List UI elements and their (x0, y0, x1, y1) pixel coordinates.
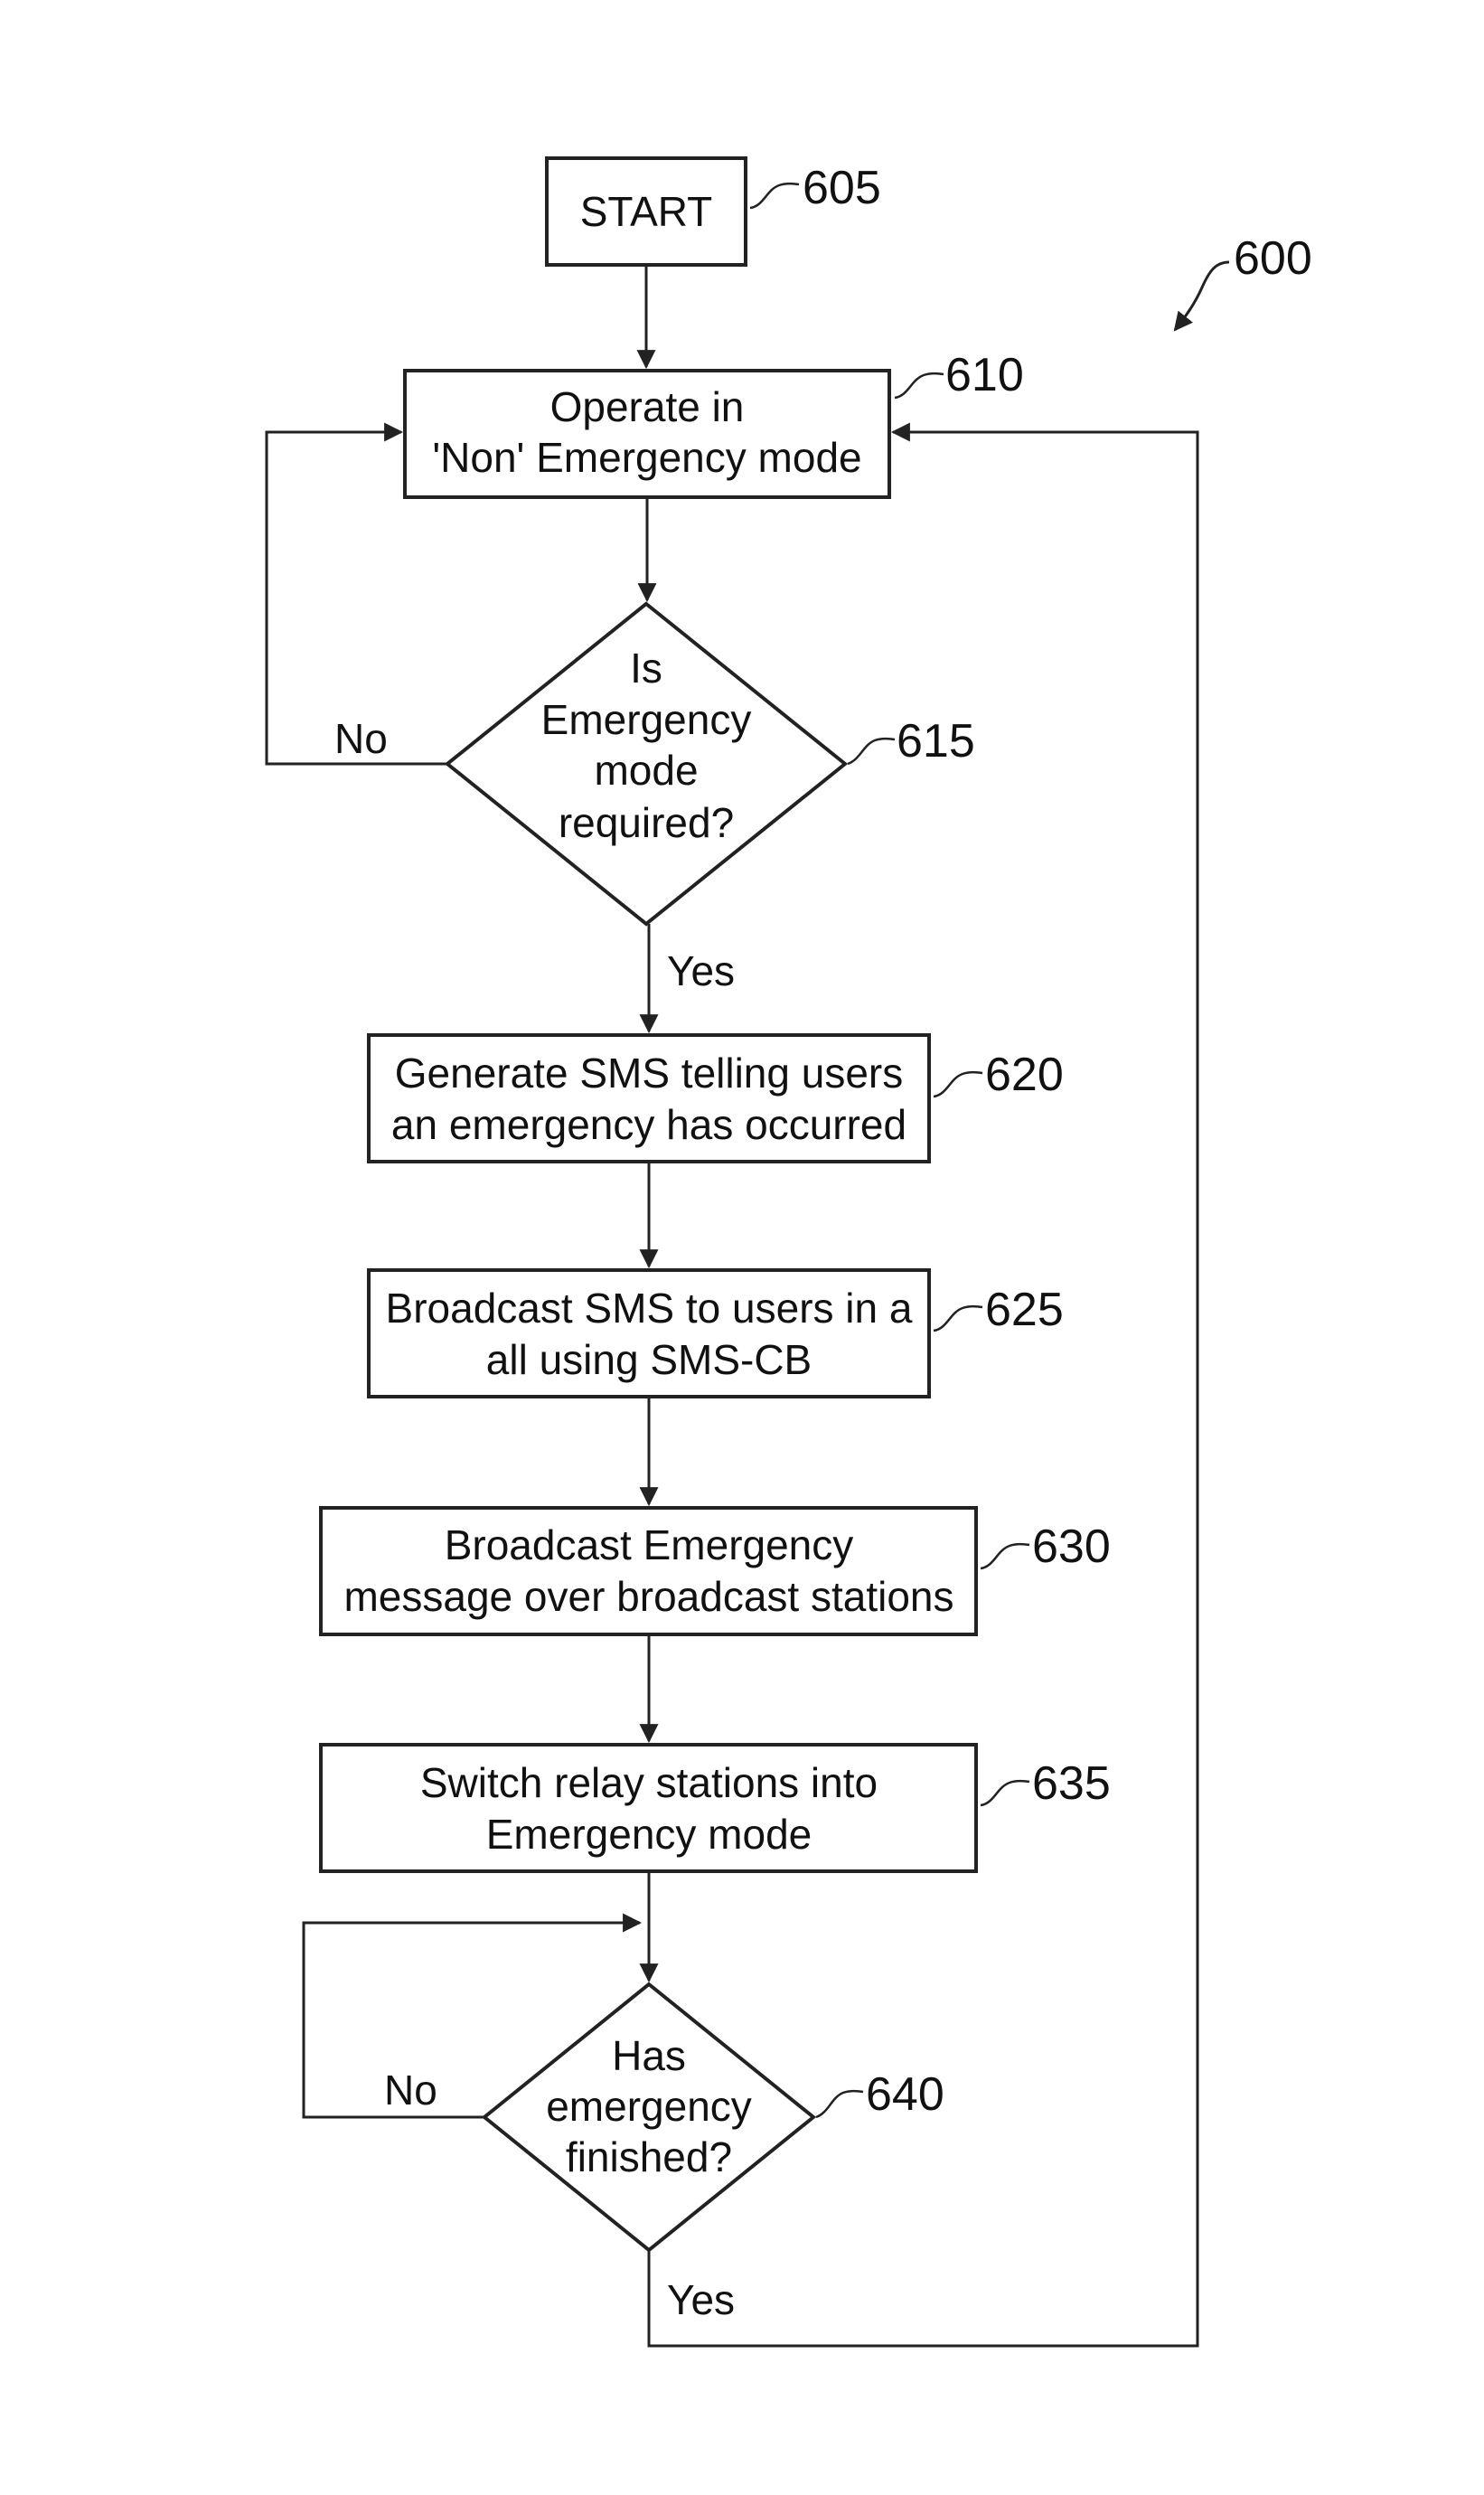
decision-required-node: Is Emergency mode required? 615 (447, 604, 975, 924)
non-emergency-node: Operate in 'Non' Emergency mode 610 (405, 349, 1024, 497)
non-emergency-line-1: Operate in (550, 383, 745, 430)
decision-finished-ref: 640 (866, 2068, 944, 2121)
decision-finished-line-2: emergency (546, 2083, 752, 2130)
finished-no-label: No (384, 2067, 437, 2114)
non-emergency-ref-leader (895, 373, 944, 398)
broadcast-sms-ref: 625 (985, 1284, 1064, 1336)
broadcast-sms-ref-leader (934, 1306, 982, 1331)
switch-relay-line-1: Switch relay stations into (420, 1759, 878, 1806)
decision-finished-ref-leader (816, 2091, 863, 2117)
required-no-label: No (334, 715, 388, 762)
broadcast-message-line-1: Broadcast Emergency (445, 1521, 854, 1568)
start-label: START (580, 188, 713, 235)
broadcast-message-node: Broadcast Emergency message over broadca… (321, 1508, 1111, 1634)
decision-finished-line-1: Has (612, 2032, 686, 2079)
required-yes-label: Yes (667, 947, 735, 994)
decision-required-line-4: required? (559, 799, 734, 846)
generate-sms-node: Generate SMS telling users an emergency … (369, 1035, 1064, 1162)
non-emergency-line-2: 'Non' Emergency mode (432, 434, 861, 481)
start-node: START 605 (547, 158, 881, 265)
decision-required-line-3: mode (594, 747, 698, 794)
switch-relay-line-2: Emergency mode (486, 1811, 812, 1858)
switch-relay-ref: 635 (1032, 1757, 1111, 1810)
switch-relay-ref-leader (981, 1781, 1029, 1805)
broadcast-message-line-2: message over broadcast stations (343, 1573, 953, 1620)
finished-yes-label: Yes (667, 2276, 735, 2323)
figure-ref-arrow (1175, 262, 1229, 330)
decision-finished-line-3: finished? (566, 2133, 732, 2180)
decision-required-ref-leader (848, 739, 895, 764)
generate-sms-ref: 620 (985, 1049, 1064, 1101)
broadcast-sms-line-2: all using SMS-CB (486, 1336, 812, 1383)
switch-relay-node: Switch relay stations into Emergency mod… (321, 1745, 1111, 1871)
decision-required-ref: 615 (897, 715, 975, 767)
decision-required-line-2: Emergency (541, 696, 752, 743)
start-ref: 605 (803, 162, 881, 214)
broadcast-message-ref-leader (981, 1544, 1029, 1568)
broadcast-message-ref: 630 (1032, 1521, 1111, 1573)
generate-sms-line-1: Generate SMS telling users (395, 1050, 904, 1097)
start-ref-leader (750, 184, 799, 208)
figure-ref-label: 600 (1234, 232, 1312, 285)
broadcast-sms-node: Broadcast SMS to users in a all using SM… (369, 1270, 1064, 1397)
generate-sms-ref-leader (934, 1072, 982, 1097)
decision-finished-node: Has emergency finished? 640 (484, 1984, 944, 2250)
non-emergency-ref: 610 (945, 349, 1024, 401)
decision-required-line-1: Is (630, 645, 662, 692)
generate-sms-line-2: an emergency has occurred (391, 1101, 906, 1148)
figure-reference: 600 (1175, 232, 1312, 330)
broadcast-sms-line-1: Broadcast SMS to users in a (386, 1285, 913, 1332)
